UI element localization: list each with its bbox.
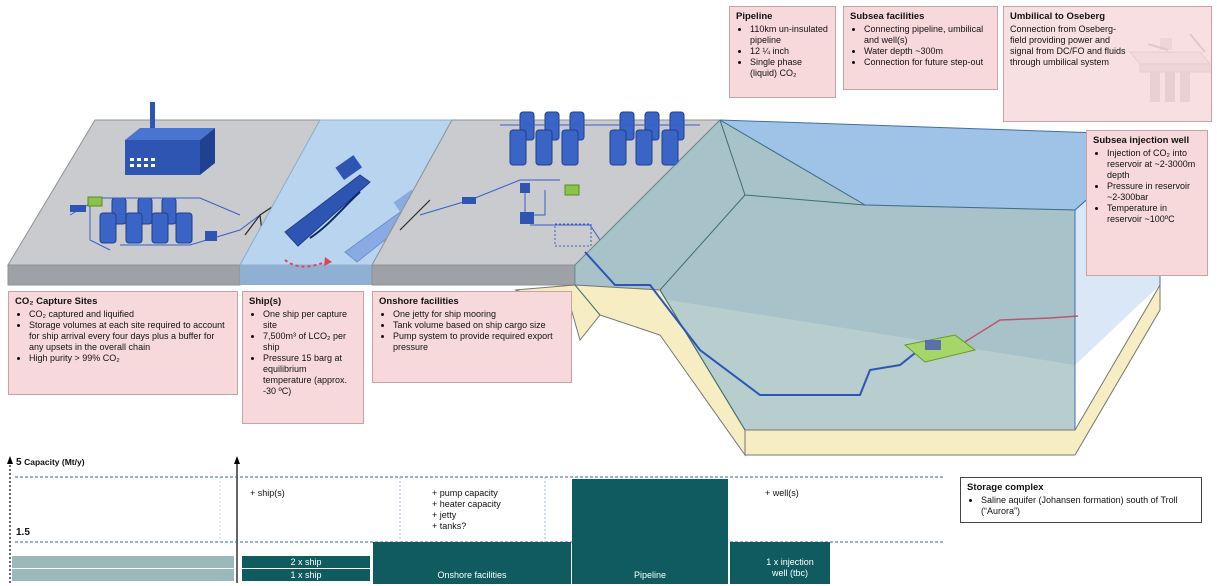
umbilical-body: Connection from Oseberg-field providing … [1010,24,1126,67]
subsea-title: Subsea facilities [850,11,925,22]
onshore-item: One jetty for ship mooring [393,309,565,320]
ship-item: One ship per capture site [263,309,357,331]
storage-complex-title: Storage complex [967,482,1044,493]
umbilical-line [959,315,1079,346]
pipeline-item: Single phase (liquid) CO₂ [750,57,829,79]
onshore-addition-list: + pump capacity + heater capacity + jett… [432,488,501,532]
onshore-item: Pump system to provide required export p… [393,331,565,353]
capacity-axis-label: 5 Capacity (Mt/y) [16,457,85,468]
injection-well-item: Pressure in reservoir ~2-300bar [1107,181,1201,203]
capacity-axis-value: 5 [16,457,22,468]
pipeline-title: Pipeline [736,11,773,22]
onshore-block-label: Onshore facilities [437,570,507,580]
storage-complex-item: Saline aquifer (Johansen formation) sout… [981,495,1195,517]
ship-2x-label: 2 x ship [290,557,322,567]
capture-factory [125,102,215,175]
onshore-box: Onshore facilities One jetty for ship mo… [372,291,572,383]
subsea-pipeline [584,251,926,396]
subsea-template [903,334,977,363]
ship-item: Pressure 15 barg at equilibrium temperat… [263,353,357,397]
ship-box: Ship(s) One ship per capture site 7,500m… [242,291,364,424]
capture-sites-item: Storage volumes at each site required to… [29,320,231,353]
onshore-tanks [509,111,685,166]
capture-sites-title: CO₂ Capture Sites [15,296,98,307]
capture-sites-item: High purity > 99% CO₂ [29,353,231,364]
onshore-pipework [419,124,700,241]
capacity-level-label: 1.5 [16,527,30,538]
onshore-addition-item: + tanks? [432,521,467,531]
subsea-box: Subsea facilities Connecting pipeline, u… [843,6,998,90]
subsea-item: Water depth ~300m [864,46,991,57]
pipeline-block-label: Pipeline [633,570,667,580]
subsea-item: Connection for future step-out [864,57,991,68]
capture-tanks [99,197,193,244]
storage-complex-box: Storage complex Saline aquifer (Johansen… [960,477,1202,523]
ship-title: Ship(s) [249,296,282,307]
onshore-equipment [399,183,592,247]
ship-1x-label: 1 x ship [290,570,322,580]
onshore-item: Tank volume based on ship cargo size [393,320,565,331]
well-block-label: 1 x injection well (tbc) [766,557,814,578]
injection-well-box: Subsea injection well Injection of CO₂ i… [1086,130,1208,276]
capacity-blocks [12,479,830,584]
ship-item: 7,500m³ of LCO₂ per ship [263,331,357,353]
onshore-addition-item: + heater capacity [432,499,501,509]
injection-well-item: Injection of CO₂ into reservoir at ~2-30… [1107,148,1201,181]
ship-vessel [284,155,371,247]
capture-sites-box: CO₂ Capture Sites CO₂ captured and liqui… [8,291,238,395]
capacity-axis-unit: Capacity (Mt/y) [24,457,85,467]
onshore-platform [371,119,722,286]
onshore-addition-item: + pump capacity [432,488,498,498]
injection-well-title: Subsea injection well [1093,135,1190,146]
onshore-addition-item: + jetty [432,510,457,520]
pipeline-item: 12 ¼ inch [750,46,829,57]
pipeline-item: 110km un-insulated pipeline [750,24,829,46]
ship-addition-label: + ship(s) [250,488,285,498]
umbilical-title: Umbilical to Oseberg [1010,11,1106,22]
onshore-title: Onshore facilities [379,296,459,307]
umbilical-box: Umbilical to Oseberg Connection from Ose… [1003,6,1212,122]
capture-sites-item: CO₂ captured and liquified [29,309,231,320]
subsea-item: Connecting pipeline, umbilical and well(… [864,24,991,46]
well-addition-label: + well(s) [765,488,799,498]
pipeline-box: Pipeline 110km un-insulated pipeline 12 … [729,6,836,98]
ship-route-arrow [284,259,326,268]
injection-well-item: Temperature in reservoir ~100ºC [1107,203,1201,225]
